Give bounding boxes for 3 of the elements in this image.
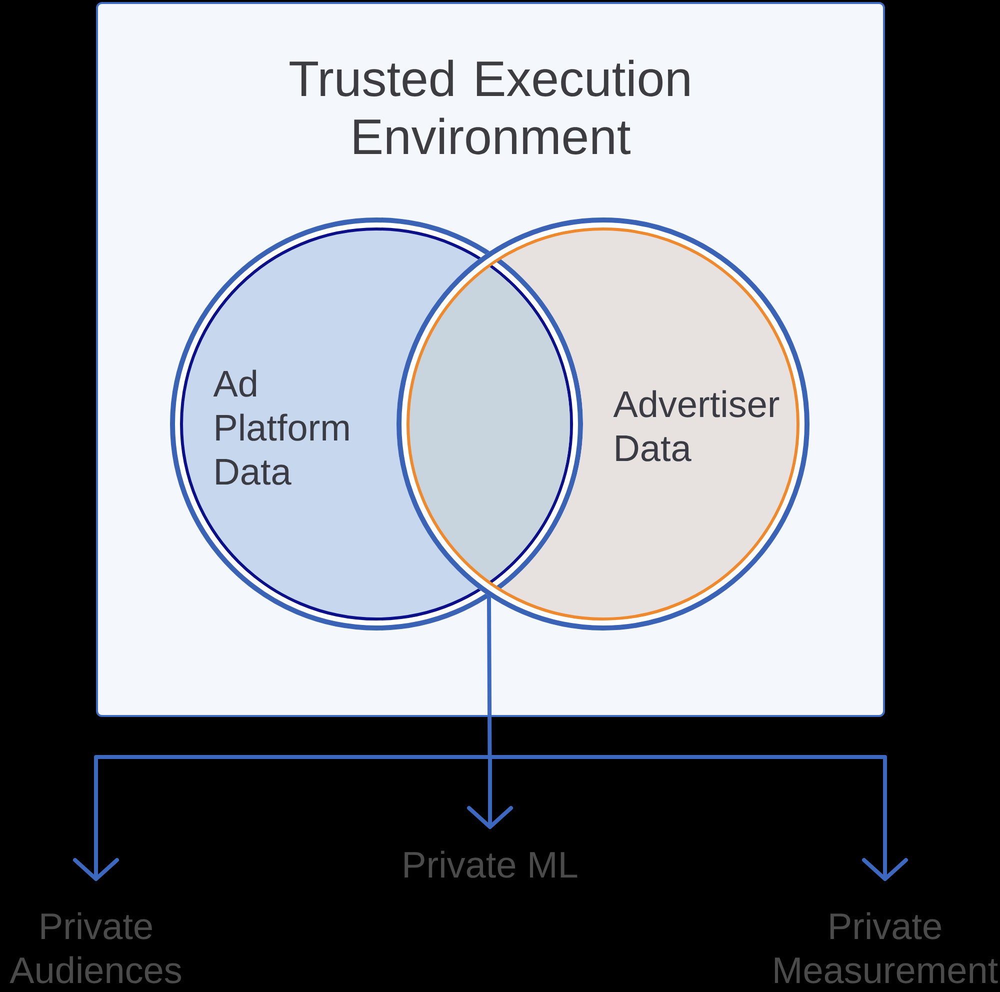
output-label: Private Measurement xyxy=(774,912,998,984)
output-label: Private Audiences xyxy=(10,912,182,984)
output-label: Private ML xyxy=(404,850,578,878)
